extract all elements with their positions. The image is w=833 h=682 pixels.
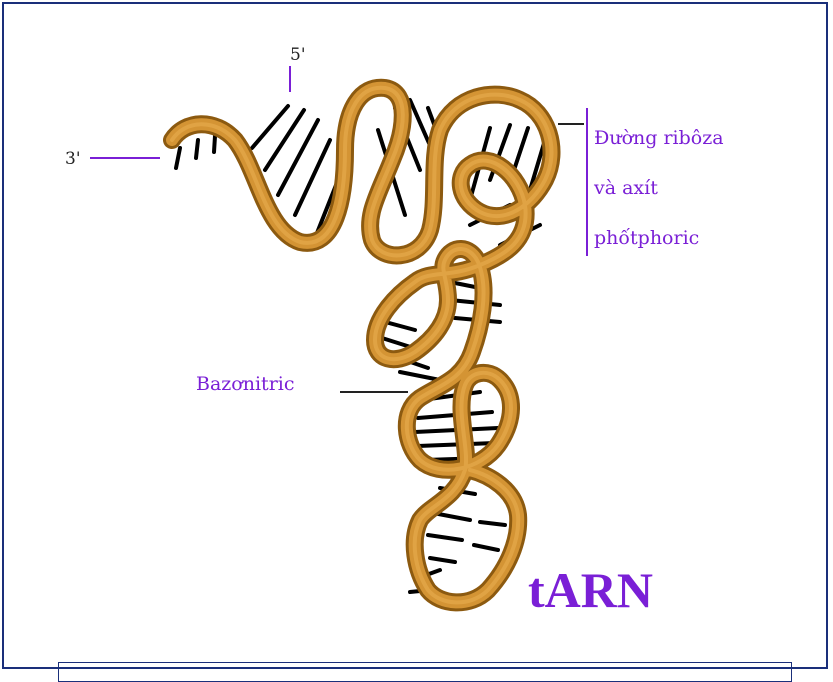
base-rung [400,372,440,380]
base-rung [176,148,180,168]
base-rung [474,545,498,550]
backbone-label-line1: Đường ribôza [594,127,724,149]
three-prime-label: 3' [65,149,81,169]
base-rung [214,136,215,152]
backbone-label-line2: và axít [593,177,658,199]
base-rung [278,120,318,195]
base-rung [430,558,455,562]
base-rung [428,535,462,540]
base-rung [196,140,198,158]
base-pair-rungs [176,100,545,592]
five-prime-label: 5' [290,45,306,65]
base-label: Bazơnitric [196,373,295,395]
base-rung [480,522,505,525]
backbone-label-line3: phốtphoric [594,227,699,249]
diagram-title: tARN [528,562,653,618]
